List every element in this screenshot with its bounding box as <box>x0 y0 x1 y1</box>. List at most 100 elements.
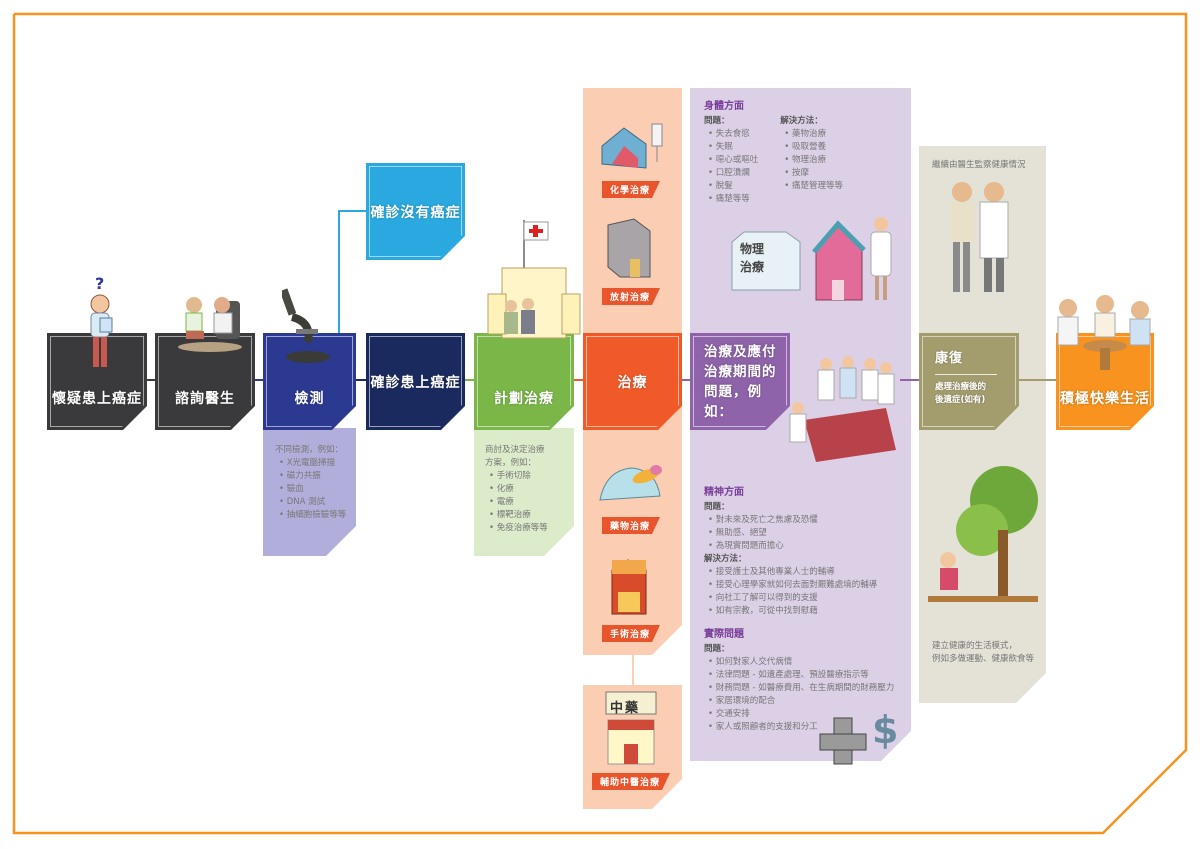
connector-line-7 <box>900 379 920 381</box>
plan-note: 商討及決定治療 方案，例如： 手術切除 化療 電療 標靶治療 免疫治療等等 <box>485 444 575 535</box>
connector-line-6 <box>682 379 692 381</box>
tcm-connector <box>632 655 634 685</box>
mental-solution: 向社工了解可以得到的支援 <box>704 592 909 605</box>
step-no-cancer: 確診沒有癌症 <box>366 163 465 260</box>
hospital-cross-icon <box>819 717 867 765</box>
recovery-sub-line1: 處理治療後的 <box>935 382 987 392</box>
physical-problem: 口腔潰爛 <box>704 167 758 180</box>
physical-section: 身體方面 問題： 失去食慾 失眠 噁心或嘔吐 口腔潰爛 脫髮 痛楚等等 解決方法… <box>704 100 904 206</box>
step-coping: 治療及應付 治療期間的 問題，例如： <box>690 333 790 430</box>
plan-item: 免疫治療等等 <box>485 522 575 535</box>
physical-problem: 噁心或嘔吐 <box>704 154 759 167</box>
connector-line-5 <box>574 379 584 381</box>
test-item: 抽細胞檢驗等等 <box>275 509 355 522</box>
practical-problem: 家居環境的配合 <box>704 695 909 708</box>
mental-solutions-label: 解決方法： <box>704 554 747 564</box>
mental-section: 精神方面 問題： 對未來及死亡之焦慮及恐懼 無助感、絕望 為現實問題而擔心 解決… <box>704 486 909 618</box>
step-no-cancer-label: 確診沒有癌症 <box>370 204 461 221</box>
practical-problems-label: 問題： <box>704 644 730 654</box>
recovery-bottom-note: 建立健康的生活模式， 例如多做運動、健康飲食等 <box>932 640 1044 666</box>
question-mark-icon: ? <box>95 274 105 293</box>
physical-problem: 脫髮 <box>704 180 758 193</box>
chemo-building-icon <box>601 123 663 169</box>
connector-line-8 <box>1018 379 1056 381</box>
hospital-building-icon <box>487 220 581 339</box>
practical-title: 實際問題 <box>704 629 744 640</box>
step-diagnosed-label: 確診患上癌症 <box>370 374 461 391</box>
physical-solutions: 解決方法： 藥物治療 吸取營養 物理治療 按摩 痛楚管理等等 <box>780 115 843 206</box>
step-diagnosed: 確診患上癌症 <box>366 333 465 430</box>
physical-solution: 物理治療 <box>780 154 843 167</box>
physical-solutions-label: 解決方法： <box>780 116 823 126</box>
recovery-sub-line2: 後遺症(如有) <box>935 395 986 405</box>
step-recovery-label: 康復 <box>935 351 964 366</box>
connector-branch-vertical <box>338 210 340 333</box>
physical-problems: 問題： 失去食慾 失眠 噁心或嘔吐 口腔潰爛 脫髮 痛楚等等 <box>704 115 758 206</box>
physical-problem: 失眠 <box>704 141 758 154</box>
step-suspect-label: 懷疑患上癌症 <box>52 391 142 407</box>
physical-title: 身體方面 <box>704 101 744 112</box>
mental-problem: 無助感、絕望 <box>704 527 909 540</box>
step-treatment: 治療 <box>583 333 682 430</box>
mental-solution: 如有宗教，可從中找到慰藉 <box>704 605 909 618</box>
surgery-tag: 手術治療 <box>602 625 660 642</box>
mental-title: 精神方面 <box>704 487 744 498</box>
plan-note-intro-1: 商討及決定治療 <box>485 445 545 455</box>
trees-exercise-icon <box>928 466 1038 602</box>
test-item: 驗血 <box>275 483 355 496</box>
doctor-consultation-icon <box>178 297 242 352</box>
physical-problem: 痛楚等等 <box>704 193 758 206</box>
doctor-patient-icon <box>950 182 1009 292</box>
recovery-top-note: 繼續由醫生監察健康情況 <box>932 160 1026 170</box>
surgery-building-icon <box>611 559 647 615</box>
plan-item: 標靶治療 <box>485 509 575 522</box>
practical-problem: 財務問題 - 如醫療費用、在生病期間的財務壓力 <box>704 682 909 695</box>
medical-team-icon <box>789 356 896 462</box>
physical-solution: 藥物治療 <box>780 128 843 141</box>
plan-note-intro-2: 方案，例如： <box>485 458 537 468</box>
plan-item: 化療 <box>485 483 575 496</box>
step-plan-label: 計劃治療 <box>494 391 554 407</box>
physio-sign-line1: 物理 <box>740 242 765 256</box>
recovery-bottom-line1: 建立健康的生活模式， <box>932 641 1018 651</box>
practical-problem: 家人或照顧者的支援和分工 <box>704 721 909 734</box>
plan-item: 手術切除 <box>485 470 575 483</box>
nurse-icon <box>870 217 892 300</box>
mental-problems-label: 問題： <box>704 502 730 512</box>
mental-solution: 接受護士及其他專業人士的輔導 <box>704 566 909 579</box>
physio-sign: 物理 治療 <box>740 240 764 276</box>
drug-tag: 藥物治療 <box>602 517 660 534</box>
connector-branch-horizontal <box>338 210 366 212</box>
physiotherapy-building-icon <box>731 231 801 291</box>
connector-line-2 <box>254 379 264 381</box>
practical-problem: 如何對家人交代病情 <box>704 656 909 669</box>
radiotherapy-tag: 放射治療 <box>602 288 660 305</box>
drug-capsule-icon <box>599 465 662 501</box>
tcm-tag: 輔助中醫治療 <box>592 773 670 790</box>
mental-solution: 接受心理學家就如何去面對艱難處境的輔導 <box>704 579 909 592</box>
tcm-sign-text: 中藥 <box>610 701 641 716</box>
physio-sign-line2: 治療 <box>740 260 765 274</box>
step-coping-line2: 治療期間的 <box>704 363 777 380</box>
physical-problems-label: 問題： <box>704 116 730 126</box>
step-test: 檢測 <box>263 333 356 430</box>
test-note-intro: 不同檢測，例如： <box>275 445 344 455</box>
practical-section: 實際問題 問題： 如何對家人交代病情 法律問題 - 如遺產處理、預設醫療指示等 … <box>704 628 909 734</box>
step-treatment-label: 治療 <box>617 374 648 391</box>
worried-person-icon <box>90 294 113 367</box>
test-note: 不同檢測，例如： X光電腦掃描 磁力共振 驗血 DNA 測試 抽細胞檢驗等等 <box>275 444 355 522</box>
practical-problem: 交通安排 <box>704 708 909 721</box>
step-recovery: 康復 處理治療後的 後遺症(如有) <box>919 333 1019 430</box>
step-coping-line3: 問題，例如： <box>704 383 762 420</box>
connector-line-3 <box>355 379 367 381</box>
recovery-divider <box>935 374 997 375</box>
microscope-icon <box>282 288 330 363</box>
test-item: 磁力共振 <box>275 470 355 483</box>
physical-problem: 失去食慾 <box>704 128 758 141</box>
plan-item: 電療 <box>485 496 575 509</box>
pink-house-icon <box>812 220 866 301</box>
radiotherapy-building-icon <box>607 218 651 278</box>
practical-problem: 法律問題 - 如遺產處理、預設醫療指示等 <box>704 669 909 682</box>
step-coping-line1: 治療及應付 <box>704 343 777 360</box>
step-happy-life-label: 積極快樂生活 <box>1060 391 1150 407</box>
